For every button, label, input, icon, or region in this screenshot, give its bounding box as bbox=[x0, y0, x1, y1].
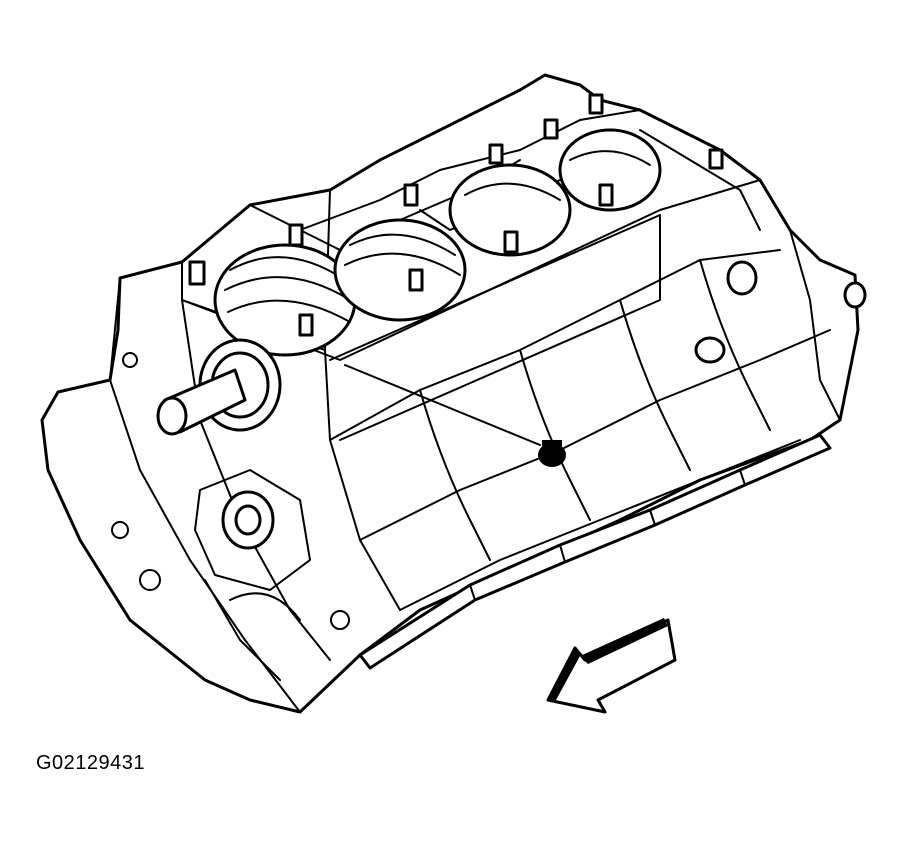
bottom-skirt bbox=[329, 249, 831, 611]
rear-flange bbox=[694, 229, 867, 421]
front-direction-arrow bbox=[546, 618, 677, 714]
engine-block-outline bbox=[40, 73, 860, 714]
front-lower-cover bbox=[111, 352, 350, 681]
pan-rail bbox=[358, 433, 832, 670]
plug-bolt bbox=[344, 364, 566, 467]
camshaft-nose bbox=[156, 338, 282, 436]
figure-id-label: G02129431 bbox=[36, 752, 146, 774]
crank-journal-covers bbox=[213, 128, 662, 357]
crankshaft-hub bbox=[194, 469, 311, 591]
head-bolts bbox=[188, 93, 724, 337]
